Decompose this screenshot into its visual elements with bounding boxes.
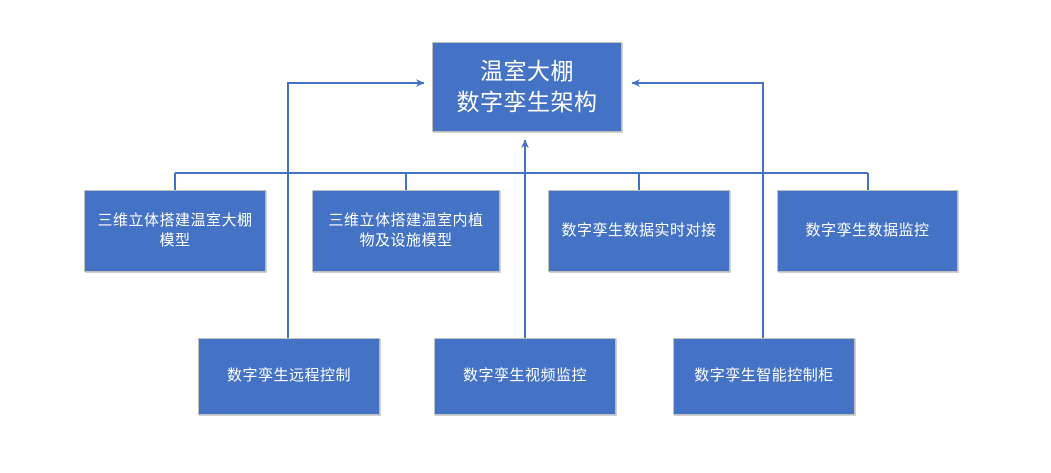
node-level3-smart-control-cabinet[interactable]: 数字孪生智能控制柜 (673, 338, 855, 415)
node-level3-video-monitoring[interactable]: 数字孪生视频监控 (434, 338, 616, 415)
node-level2-data-monitoring[interactable]: 数字孪生数据监控 (777, 190, 958, 272)
node-label: 三维立体搭建温室大棚模型 (97, 211, 253, 249)
node-label: 数字孪生数据监控 (805, 221, 930, 239)
node-root-label: 温室大棚 数字孪生架构 (456, 57, 598, 115)
node-level3-remote-control[interactable]: 数字孪生远程控制 (198, 338, 380, 415)
node-label: 三维立体搭建温室内植物及设施模型 (328, 211, 484, 249)
node-label: 数字孪生远程控制 (226, 367, 351, 385)
node-level2-3d-plant-facility-model[interactable]: 三维立体搭建温室内植物及设施模型 (312, 190, 500, 272)
node-level2-3d-greenhouse-model[interactable]: 三维立体搭建温室大棚模型 (84, 190, 266, 272)
node-level2-realtime-data-integration[interactable]: 数字孪生数据实时对接 (548, 190, 730, 272)
node-root[interactable]: 温室大棚 数字孪生架构 (432, 42, 622, 132)
node-label: 数字孪生视频监控 (462, 367, 587, 385)
node-label: 数字孪生智能控制柜 (694, 367, 834, 385)
node-label: 数字孪生数据实时对接 (561, 221, 717, 239)
